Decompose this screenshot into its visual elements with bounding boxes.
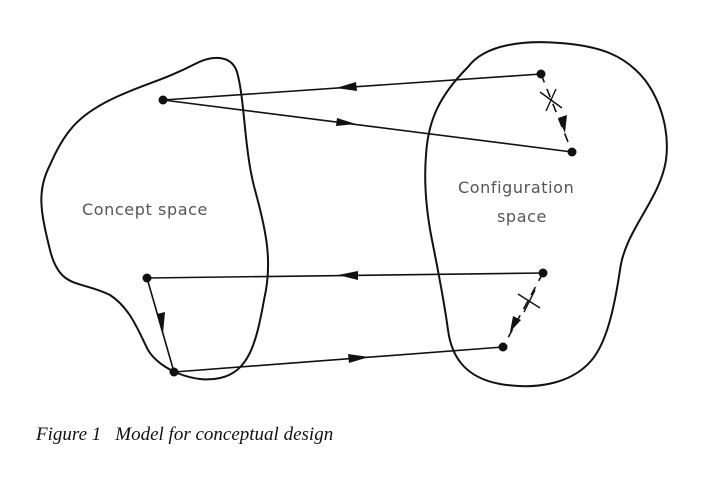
figure-number: Figure 1 (36, 424, 102, 445)
edge-config-transform-bottom (502, 272, 544, 348)
edge-concept-to-config-bottom (173, 346, 504, 373)
blocked-transition-cross-top (539, 88, 563, 112)
configuration-space-label-line1: Configuration (458, 178, 574, 197)
configuration-space-label-line2: space (497, 207, 547, 226)
arrowhead-down-top (558, 115, 567, 133)
node-config-bottom-a (538, 268, 548, 278)
blocked-transition-cross-bottom (517, 289, 541, 313)
node-concept-bottom-a (142, 273, 152, 283)
figure-caption: Figure 1 Model for conceptual design (36, 424, 333, 446)
concept-space-label: Concept space (82, 200, 208, 219)
node-config-top-b (567, 147, 577, 157)
figure-title: Model for conceptual design (115, 424, 334, 445)
edge-config-transform-top (540, 73, 573, 153)
arrowhead-left-top (336, 82, 357, 91)
node-config-bottom-b (498, 342, 508, 352)
node-config-top-a (536, 69, 546, 79)
concept-space-region (40, 56, 270, 381)
node-concept-top (158, 95, 168, 105)
arrowhead-down-bottom (157, 312, 165, 334)
arrowhead-down-left-bottom (510, 316, 521, 332)
arrowhead-right-top (336, 118, 356, 126)
edge-concept-to-config-top (162, 99, 573, 153)
configuration-space-region (424, 41, 668, 388)
arrowhead-right-bottom (348, 354, 369, 363)
node-concept-bottom-b (169, 367, 179, 377)
arrowhead-left-bottom (338, 271, 358, 280)
